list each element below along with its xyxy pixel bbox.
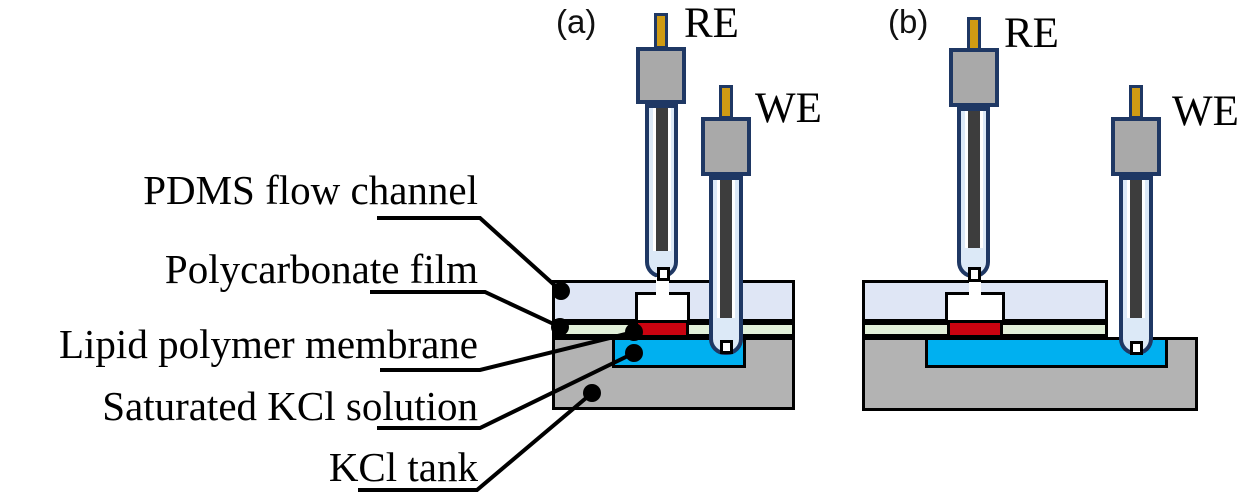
- we-inner-rod-b: [1127, 180, 1145, 318]
- annotation-saturated-kcl-solution: Saturated KCl solution: [102, 383, 478, 429]
- annotation-kcl-tank: KCl tank: [328, 444, 478, 490]
- re-pin-b: [967, 17, 981, 51]
- re-label-b: RE: [1004, 10, 1059, 57]
- re-glass-tube-a: [645, 104, 678, 278]
- we-label-a: WE: [755, 85, 822, 132]
- re-label-a: RE: [684, 0, 739, 47]
- flow-channel-cavity-a: [635, 292, 690, 323]
- we-glass-tube-b: [1119, 176, 1153, 355]
- annotation-polycarbonate-film: Polycarbonate film: [164, 246, 478, 292]
- we-pin-a: [719, 85, 733, 119]
- lipid-membrane-b: [947, 320, 1003, 338]
- re-cap-b: [949, 48, 999, 107]
- flow-channel-cavity-b: [945, 292, 1005, 323]
- re-inner-rod-a: [652, 108, 671, 251]
- re-cap-a: [636, 47, 686, 104]
- re-inner-rod-b: [964, 111, 983, 248]
- electrode-port-a: [656, 277, 669, 296]
- panel-label-b: (b): [888, 3, 929, 40]
- lipid-membrane-a: [635, 320, 689, 338]
- panel-label-a: (a): [556, 3, 597, 40]
- re-tip-a: [657, 267, 670, 281]
- re-glass-tube-b: [957, 107, 990, 278]
- we-tip-b: [1130, 341, 1143, 355]
- we-label-b: WE: [1172, 88, 1239, 135]
- we-tip-a: [720, 340, 733, 354]
- re-pin-a: [654, 13, 668, 49]
- we-pin-b: [1129, 85, 1143, 119]
- re-tip-b: [968, 267, 981, 282]
- annotation-lipid-polymer-membrane: Lipid polymer membrane: [59, 321, 478, 367]
- we-cap-a: [701, 117, 751, 176]
- we-cap-b: [1111, 117, 1161, 176]
- we-glass-tube-a: [709, 176, 743, 355]
- annotation-pdms-flow-channel: PDMS flow channel: [143, 167, 478, 213]
- we-inner-rod-a: [717, 180, 735, 318]
